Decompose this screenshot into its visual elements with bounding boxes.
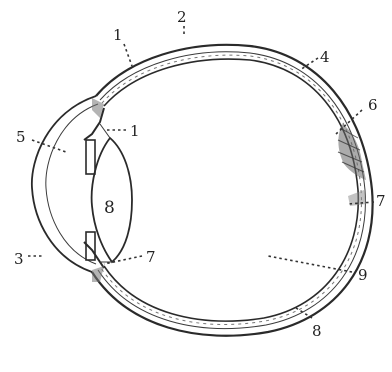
wall-texture: [101, 55, 361, 324]
ciliary-bottom-shading: [92, 266, 104, 282]
label-mid-1: 1: [130, 122, 140, 140]
label-right-6: 6: [368, 96, 378, 114]
label-mid-7: 7: [146, 248, 156, 266]
leader-5-left: [32, 140, 66, 152]
label-top-1: 1: [113, 26, 123, 44]
iris-lower: [84, 242, 104, 268]
retina-inner: [104, 59, 358, 321]
optic-disc-shading: [338, 124, 366, 180]
leader-1-top: [124, 44, 132, 66]
label-top-4: 4: [320, 48, 330, 66]
label-right-7: 7: [376, 192, 386, 210]
iris-upper-block: [86, 140, 95, 174]
ligament-top: [100, 124, 110, 138]
label-right-9: 9: [358, 266, 368, 284]
label-bottom-8: 8: [312, 322, 322, 340]
label-left-5: 5: [16, 128, 26, 146]
leader-9-right: [268, 256, 352, 272]
label-lens-8: 8: [104, 198, 115, 218]
label-top-2: 2: [177, 8, 187, 26]
label-left-3: 3: [14, 250, 24, 268]
cornea-inner: [46, 104, 98, 264]
